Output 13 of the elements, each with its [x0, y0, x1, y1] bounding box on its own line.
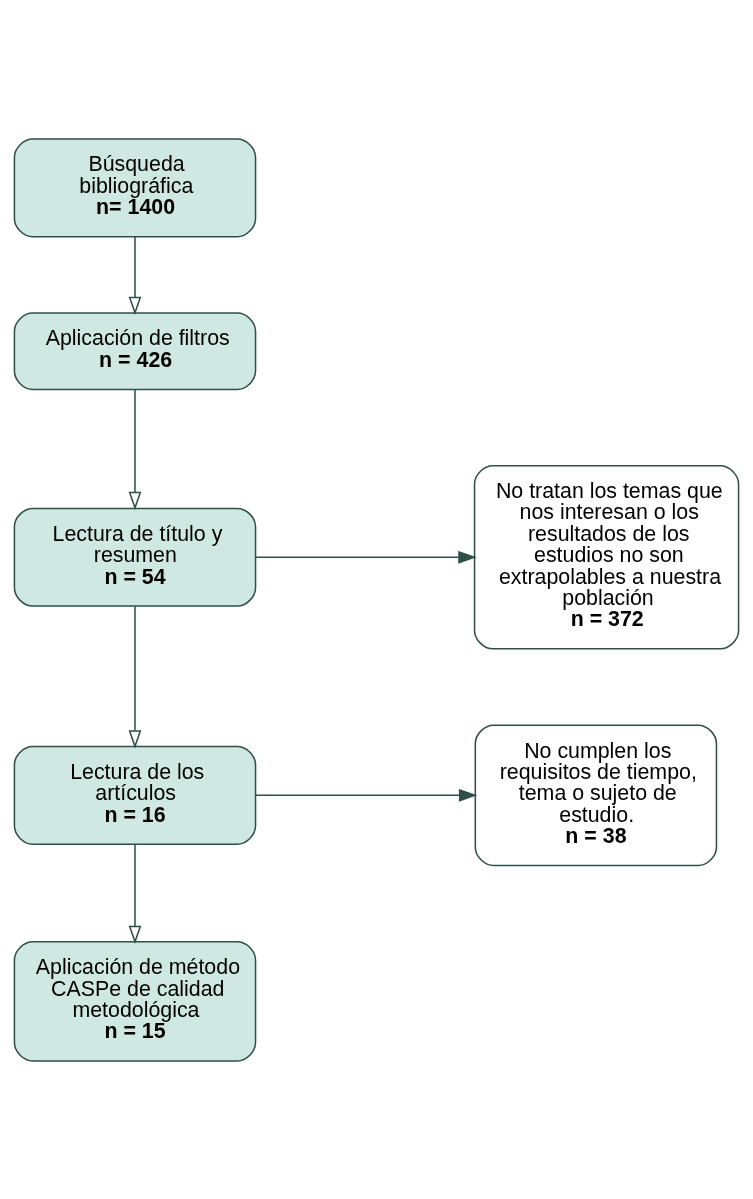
arrow	[128, 388, 142, 510]
arrow	[128, 843, 142, 944]
arrow	[254, 788, 478, 802]
node-box: No tratan los temas que nos interesan o los resultados de los estudios no son extrapolables a nuestra población n = 372	[473, 464, 740, 650]
node-box: Aplicación de filtros n = 426	[13, 311, 257, 390]
node-box: Lectura de título y resumen n = 54	[13, 507, 257, 607]
arrow	[254, 550, 477, 564]
node-box: No cumplen los requisitos de tiempo, tema o sujeto de estudio. n = 38	[474, 723, 718, 866]
node-box: Búsqueda bibliográfica n= 1400	[13, 137, 257, 238]
node-box: Aplicación de método CASPe de calidad metodológica n = 15	[13, 940, 257, 1062]
arrow	[128, 605, 142, 749]
node-box: Lectura de los artículos n = 16	[13, 745, 257, 845]
arrow	[128, 235, 142, 315]
